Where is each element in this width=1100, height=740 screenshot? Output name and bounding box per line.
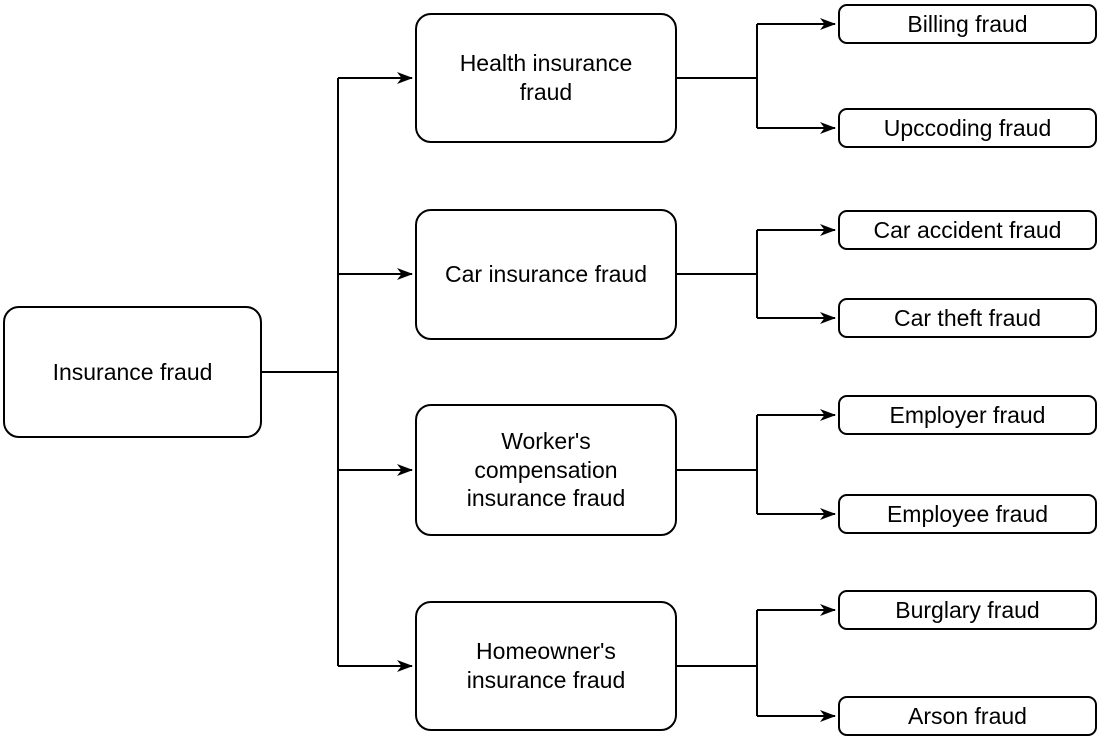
node-insurance-fraud: Insurance fraud [3, 306, 262, 438]
node-employee-fraud: Employee fraud [838, 494, 1097, 534]
node-burglary-fraud: Burglary fraud [838, 590, 1097, 630]
node-car-theft-fraud: Car theft fraud [838, 298, 1097, 338]
node-billing-fraud: Billing fraud [838, 4, 1097, 44]
node-car-accident-fraud: Car accident fraud [838, 210, 1097, 250]
node-arson-fraud: Arson fraud [838, 696, 1097, 736]
node-car-insurance-fraud: Car insurance fraud [415, 209, 677, 340]
node-upccoding-fraud: Upccoding fraud [838, 108, 1097, 148]
node-employer-fraud: Employer fraud [838, 395, 1097, 435]
node-health-insurance-fraud: Health insurance fraud [415, 13, 677, 143]
node-homeowners-insurance-fraud: Homeowner's insurance fraud [415, 601, 677, 731]
node-workers-compensation-insurance-fraud: Worker's compensation insurance fraud [415, 404, 677, 536]
